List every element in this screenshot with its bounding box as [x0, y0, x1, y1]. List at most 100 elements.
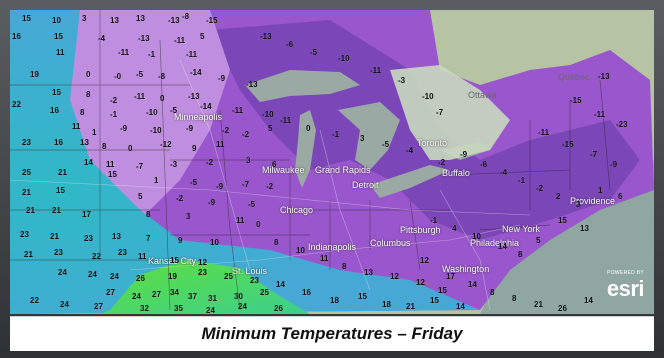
temp-value: 0: [86, 70, 91, 79]
temp-value: 5: [200, 32, 205, 41]
temp-value: 11: [138, 252, 147, 261]
temp-value: 25: [224, 272, 233, 281]
temp-value: -10: [422, 92, 434, 101]
temp-value: 13: [136, 14, 145, 23]
temp-value: -1: [110, 110, 118, 119]
temp-value: 21: [26, 206, 35, 215]
temp-value: 23: [20, 230, 29, 239]
city-label-st-louis: St. Louis: [232, 266, 268, 276]
esri-logo: POWERED BY esri: [596, 270, 645, 301]
temp-value: -2: [110, 96, 118, 105]
temp-value: 27: [106, 288, 115, 297]
temp-value: 9: [178, 236, 183, 245]
temp-value: 16: [54, 138, 63, 147]
city-label-buffalo: Buffalo: [442, 168, 470, 178]
temp-value: -2: [222, 126, 230, 135]
temp-value: 23: [118, 248, 127, 257]
temp-value: 21: [406, 302, 415, 311]
temp-value: 0: [160, 94, 165, 103]
temp-value: 3: [82, 14, 87, 23]
temp-value: -2: [242, 130, 250, 139]
temp-value: 35: [174, 304, 183, 313]
temp-value: 0: [306, 124, 311, 133]
temp-value: 11: [72, 122, 81, 131]
temp-value: 14: [84, 158, 93, 167]
temp-value: 10: [296, 246, 305, 255]
temp-value: -11: [186, 50, 198, 59]
temp-value: 1: [92, 128, 97, 137]
temp-value: -11: [538, 128, 550, 137]
temp-value: -15: [570, 96, 582, 105]
temp-value: -2: [206, 158, 214, 167]
temp-value: 5: [536, 236, 541, 245]
temp-value: 27: [94, 302, 103, 311]
temp-value: 24: [206, 306, 215, 314]
temp-value: 14: [456, 302, 465, 311]
temp-value: 16: [50, 106, 59, 115]
temp-value: 19: [168, 272, 177, 281]
temp-value: -4: [406, 146, 414, 155]
temp-value: 23: [84, 234, 93, 243]
temp-value: 1: [154, 176, 159, 185]
lake-superior: [245, 70, 360, 102]
city-label-ottawa: Ottawa: [468, 90, 497, 100]
temp-value: 15: [108, 170, 117, 179]
temp-value: -3: [170, 160, 178, 169]
temp-value: 2: [556, 192, 561, 201]
temp-value: 12: [390, 272, 399, 281]
temp-value: 21: [50, 232, 59, 241]
temp-value: -9: [186, 124, 194, 133]
temp-value: -7: [242, 180, 250, 189]
temp-value: 8: [146, 210, 151, 219]
temp-value: 24: [110, 272, 119, 281]
temp-value: 0: [256, 220, 261, 229]
temp-value: 26: [558, 304, 567, 313]
temp-value: 24: [132, 292, 141, 301]
temp-value: -13: [598, 72, 610, 81]
temp-value: -13: [246, 80, 258, 89]
temp-value: -1: [332, 130, 340, 139]
temp-value: 27: [152, 290, 161, 299]
temp-value: 25: [22, 168, 31, 177]
temp-value: 11: [320, 254, 329, 263]
temperature-map[interactable]: Ottawa Toronto Buffalo Minneapolis Milwa…: [10, 10, 654, 314]
temp-value: 11: [56, 48, 65, 57]
temp-value: 13: [112, 232, 121, 241]
temp-value: 13: [80, 138, 89, 147]
temp-value: -13: [188, 92, 200, 101]
temp-value: -11: [370, 66, 382, 75]
temp-value: 13: [364, 268, 373, 277]
lake-erie: [370, 165, 450, 198]
temp-value: 23: [54, 248, 63, 257]
temp-value: 8: [512, 294, 517, 303]
temp-value: 23: [198, 268, 207, 277]
temp-value: -5: [136, 70, 144, 79]
city-label-washington: Washington: [442, 264, 490, 274]
temp-value: 24: [58, 268, 67, 277]
temp-value: 8: [102, 142, 107, 151]
temp-value: 15: [430, 296, 439, 305]
temp-value: -13: [138, 34, 150, 43]
temp-value: 15: [56, 186, 65, 195]
temp-value: -9: [460, 150, 468, 159]
temp-value: 10: [210, 238, 219, 247]
temp-value: -11: [134, 92, 146, 101]
temp-value: -3: [398, 76, 406, 85]
temp-value: 14: [498, 242, 507, 251]
temp-value: -9: [218, 74, 226, 83]
temp-value: -7: [590, 150, 598, 159]
temp-value: -10: [150, 126, 162, 135]
temp-value: 8: [274, 238, 279, 247]
temp-value: -6: [286, 40, 294, 49]
temp-value: 25: [260, 288, 269, 297]
temp-value: 23: [250, 276, 259, 285]
temp-value: 11: [216, 140, 225, 149]
temp-value: 3: [360, 134, 365, 143]
temp-value: 32: [140, 304, 149, 313]
lake-michigan: [295, 110, 316, 188]
caption-title: Minimum Temperatures – Friday: [201, 324, 463, 343]
temp-value: -2: [176, 194, 184, 203]
temp-value: 3: [576, 200, 581, 209]
temp-value: 18: [330, 296, 339, 305]
warm-region: [100, 260, 310, 314]
